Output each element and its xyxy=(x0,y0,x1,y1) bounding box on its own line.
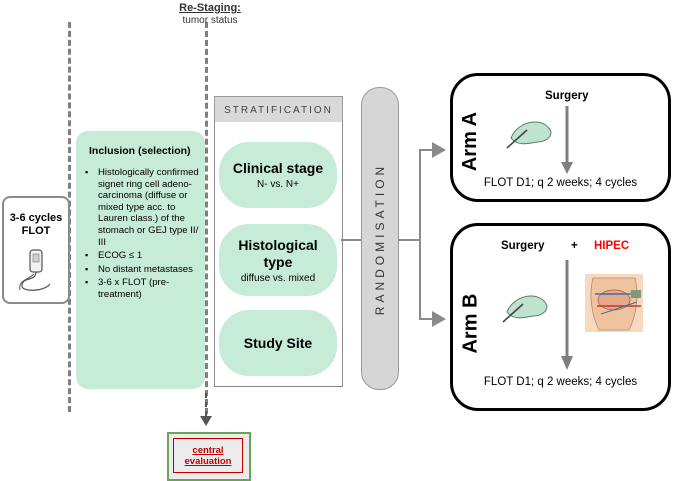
arm-b-surgery: Surgery xyxy=(501,240,545,252)
inclusion-list: Histologically confirmed signet ring cel… xyxy=(80,167,206,303)
arm-a-surgery: Surgery xyxy=(545,90,589,102)
strat-item-subtitle: diffuse vs. mixed xyxy=(240,272,316,284)
arm-a-box: Arm A Surgery FLOT D1; q 2 weeks; 4 cycl… xyxy=(450,73,671,202)
infusion-pump-icon xyxy=(19,249,51,291)
central-line2: evaluation xyxy=(184,455,232,467)
strat-item-subtitle: N- vs. N+ xyxy=(257,179,299,190)
inclusion-item: ECOG ≤ 1 xyxy=(85,250,206,262)
strat-item-title: Study Site xyxy=(243,334,313,351)
rand-to-arm-b-arrow xyxy=(419,240,446,327)
inclusion-criteria-box: Inclusion (selection) Histologically con… xyxy=(76,131,205,389)
strat-study-site: Study Site xyxy=(219,310,337,376)
central-line1: central xyxy=(192,444,224,456)
inclusion-item: Histologically confirmed signet ring cel… xyxy=(85,167,206,248)
restaging-title: Re-Staging: xyxy=(179,2,241,14)
strat-item-title: Clinical stage xyxy=(232,160,324,176)
arm-b-plus: + xyxy=(571,240,578,252)
rand-to-arm-a-arrow xyxy=(398,142,446,241)
arm-a-label: Arm A xyxy=(459,111,482,172)
central-evaluation-box: central evaluation xyxy=(167,432,251,481)
arm-b-box: Arm B Surgery + HIPEC FLOT D1; q 2 weeks… xyxy=(450,223,671,411)
inclusion-title: Inclusion (selection) xyxy=(89,145,191,157)
inclusion-item: No distant metastases xyxy=(85,264,206,276)
surgical-glove-scalpel-icon xyxy=(506,121,552,149)
surgical-glove-scalpel-icon xyxy=(502,295,548,323)
arm-b-hipec: HIPEC xyxy=(594,240,630,252)
arm-b-timeline-arrow xyxy=(561,260,573,370)
strat-histological-type: Histological type diffuse vs. mixed xyxy=(219,224,337,296)
arm-a-schedule: FLOT D1; q 2 weeks; 4 cycles xyxy=(483,177,638,189)
flot-box-title: 3-6 cycles FLOT xyxy=(4,212,68,238)
flot-pretreatment-box: 3-6 cycles FLOT xyxy=(2,196,70,304)
strat-clinical-stage: Clinical stage N- vs. N+ xyxy=(219,142,337,208)
stratification-box: Clinical stage N- vs. N+ Histological ty… xyxy=(214,122,343,387)
restaging-subtitle: tumor status xyxy=(182,15,238,26)
arm-a-timeline-arrow xyxy=(561,106,573,174)
flot-box-line1: 3-6 cycles xyxy=(9,212,63,224)
strat-item-title: Histological type xyxy=(238,236,318,270)
randomisation-bar: RANDOMISATION xyxy=(361,87,399,390)
arm-b-label: Arm B xyxy=(459,293,482,354)
hipec-abdomen-icon xyxy=(585,274,643,332)
inclusion-item: 3-6 x FLOT (pre-treatment) xyxy=(85,277,206,300)
dashed-timeline-restaging xyxy=(205,22,208,414)
central-evaluation-label: central evaluation xyxy=(173,438,243,473)
flot-box-line2: FLOT xyxy=(21,225,51,237)
arm-b-schedule: FLOT D1; q 2 weeks; 4 cycles xyxy=(483,376,638,388)
